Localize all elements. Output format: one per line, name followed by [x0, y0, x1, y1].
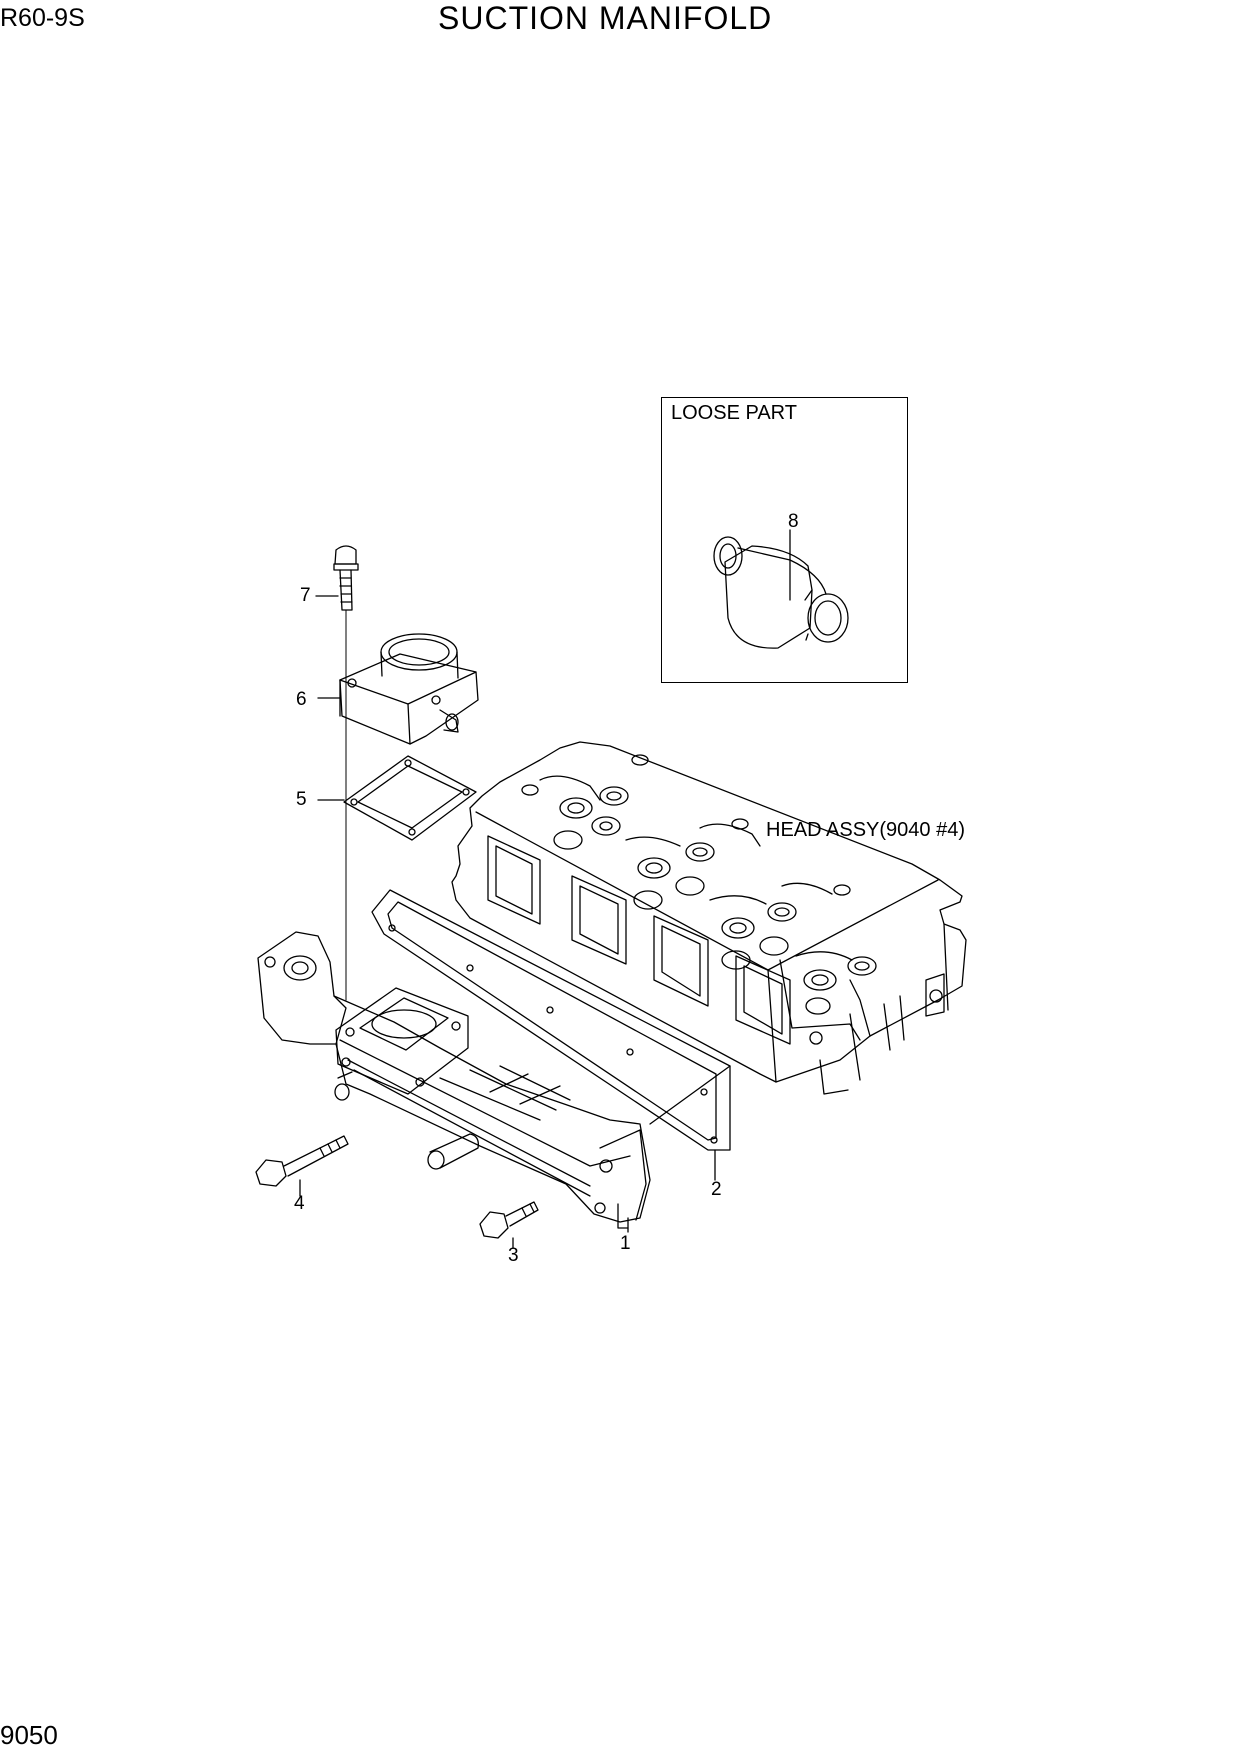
- callout-5: 5: [296, 789, 307, 810]
- cylinder-head-drawing: [452, 742, 966, 1094]
- loose-part-8-drawing: [714, 530, 848, 648]
- callout-1: 1: [620, 1233, 631, 1254]
- callout-2: 2: [711, 1179, 722, 1200]
- manifold-1-drawing: [258, 932, 650, 1228]
- head-assy-label: HEAD ASSY(9040 #4): [766, 819, 965, 841]
- model-label: R60-9S: [0, 4, 85, 32]
- loose-part-label: LOOSE PART: [671, 402, 797, 424]
- page-title: SUCTION MANIFOLD: [438, 0, 773, 36]
- bolt-3-drawing: [480, 1202, 538, 1248]
- gasket-2-drawing: [372, 890, 730, 1180]
- callout-7: 7: [300, 585, 311, 606]
- callout-6: 6: [296, 689, 307, 710]
- cover-6-drawing: [318, 634, 478, 744]
- loose-part-box: [661, 397, 908, 683]
- gasket-5-drawing: [318, 756, 476, 840]
- callout-8: 8: [788, 511, 799, 532]
- callout-4: 4: [294, 1193, 305, 1214]
- callout-3: 3: [508, 1245, 519, 1266]
- page-number: 9050: [0, 1720, 58, 1750]
- bolt-4-drawing: [256, 1136, 348, 1196]
- bolt-7-drawing: [316, 546, 358, 610]
